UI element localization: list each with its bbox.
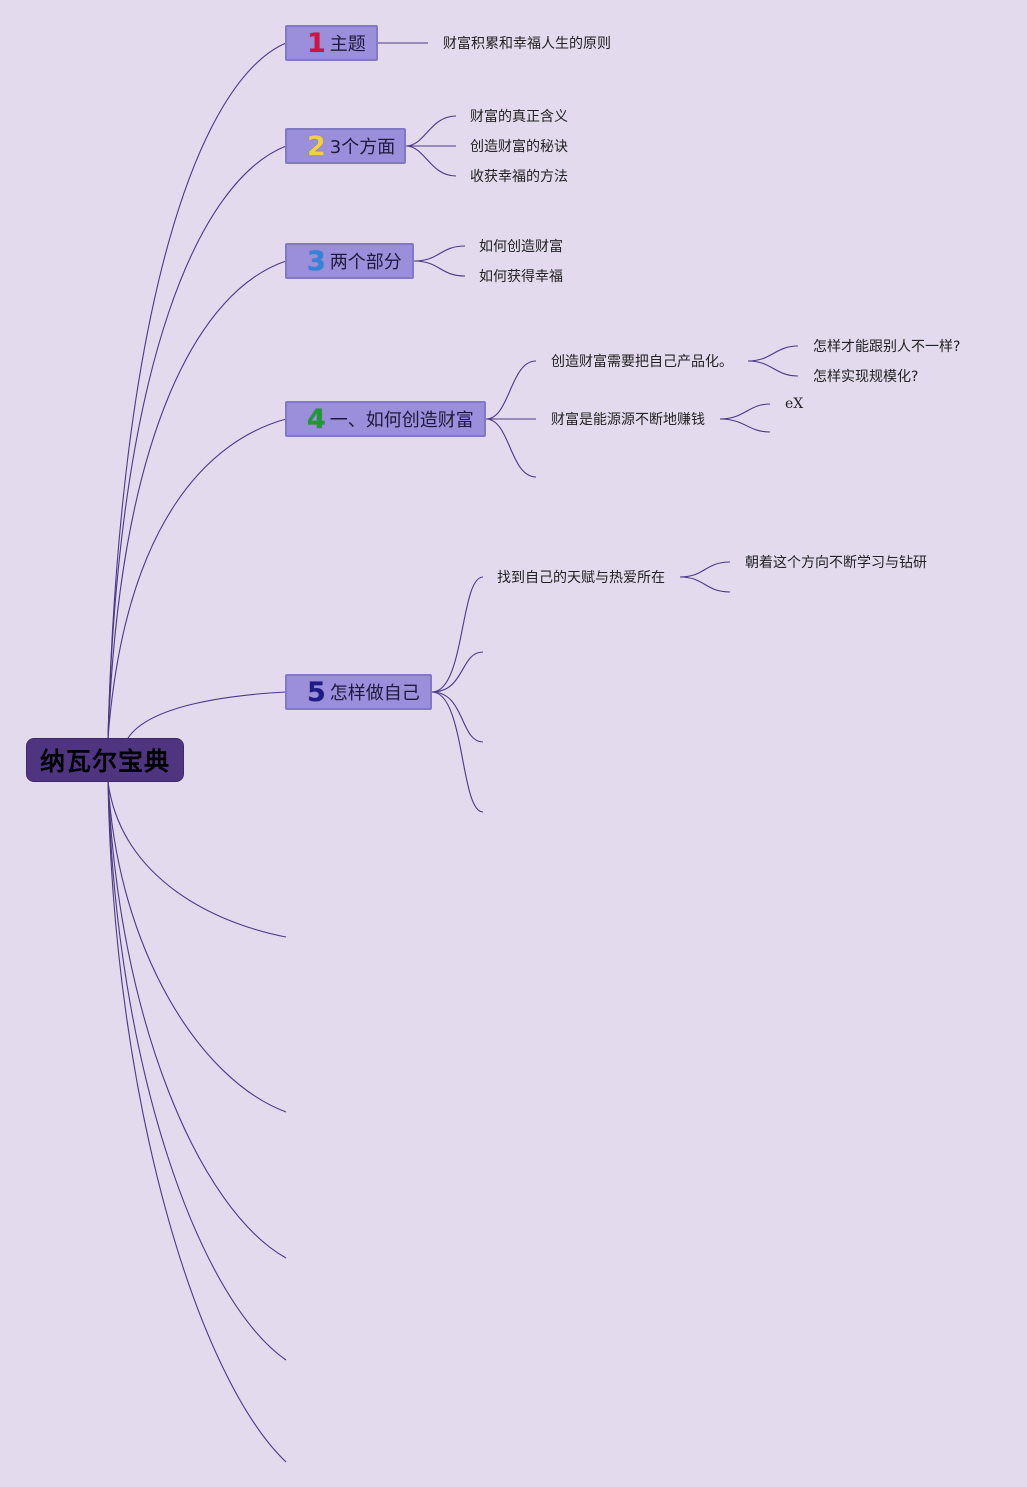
root-node[interactable]: 纳瓦尔宝典 [26, 738, 184, 782]
subtopic-node[interactable]: 怎样才能跟别人不一样? [813, 339, 961, 355]
subtopic-node[interactable]: 财富的真正含义 [470, 109, 568, 125]
subtopic-node[interactable]: 创造财富需要把自己产品化。 [551, 354, 733, 370]
topic-number: 3 [307, 245, 326, 277]
topic-label: 主题 [329, 34, 366, 55]
topic-node-2[interactable]: 2 3个方面 [285, 128, 406, 164]
subtopic-node[interactable]: 找到自己的天赋与热爱所在 [497, 570, 665, 586]
topic-label: 怎样做自己 [329, 683, 420, 704]
topic-number: 1 [307, 27, 326, 59]
topic-label: 3个方面 [329, 137, 396, 158]
subtopic-node[interactable]: 收获幸福的方法 [470, 169, 568, 185]
root-label: 纳瓦尔宝典 [39, 747, 170, 776]
topic-node-3[interactable]: 3 两个部分 [285, 243, 414, 279]
subtopic-node[interactable]: 如何创造财富 [479, 239, 563, 255]
topic-number: 4 [307, 403, 326, 435]
subtopic-node[interactable]: 财富积累和幸福人生的原则 [443, 36, 611, 52]
topic-node-1[interactable]: 1 主题 [285, 25, 378, 61]
subtopic-node[interactable]: 如何获得幸福 [479, 269, 563, 285]
topic-number: 2 [307, 130, 326, 162]
subtopic-node[interactable]: 怎样实现规模化? [813, 369, 919, 385]
topic-node-5[interactable]: 5 怎样做自己 [285, 674, 432, 710]
topic-label: 一、如何创造财富 [329, 410, 474, 431]
topic-node-4[interactable]: 4 一、如何创造财富 [285, 401, 486, 437]
topic-number: 5 [307, 676, 326, 708]
subtopic-node[interactable]: 财富是能源源不断地赚钱 [551, 412, 705, 428]
topic-label: 两个部分 [329, 252, 402, 273]
subtopic-node[interactable]: 朝着这个方向不断学习与钻研 [745, 555, 927, 571]
subtopic-node[interactable]: eX [785, 396, 804, 412]
subtopic-node[interactable]: 创造财富的秘诀 [470, 139, 568, 155]
